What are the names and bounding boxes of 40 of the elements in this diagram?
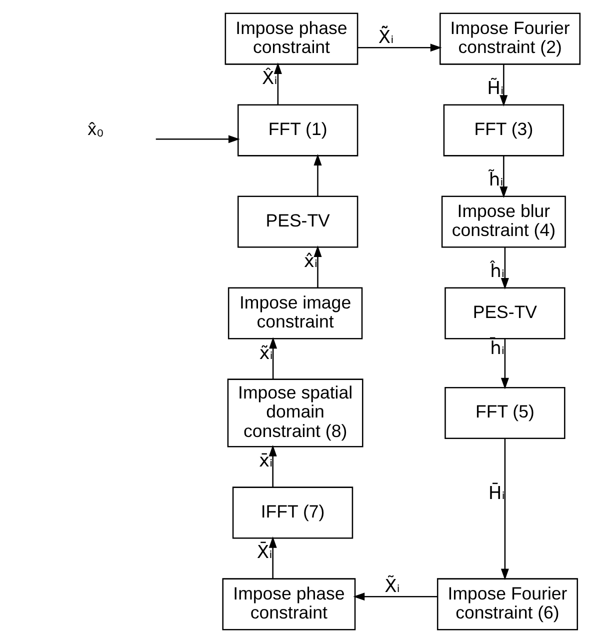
node-box: Impose blur constraint (4) xyxy=(441,196,566,248)
edge-label: X̃̃ᵢ xyxy=(378,26,394,48)
arrow xyxy=(500,247,509,290)
arrow xyxy=(156,135,240,144)
node-text: x̂₀ xyxy=(88,118,104,139)
node-box: PES-TV xyxy=(444,287,566,340)
edge-label: H̃ᵢ xyxy=(487,78,504,100)
node-box: FFT (5) xyxy=(444,386,566,440)
edge-label: X̄ᵢ xyxy=(256,542,272,564)
arrow xyxy=(314,154,322,196)
arrow xyxy=(268,444,277,488)
node-box: Impose spatial domain constraint (8) xyxy=(227,378,364,448)
edge-label: x̄ᵢ xyxy=(259,450,273,472)
edge-label: X̂ᵢ xyxy=(262,68,278,90)
edge-label: h̃ᵢ xyxy=(488,170,504,191)
node-box: Impose phase constraint xyxy=(222,578,356,630)
arrow xyxy=(358,44,442,52)
edge-label: x̂ᵢ xyxy=(304,251,318,272)
arrow xyxy=(353,592,438,601)
arrow xyxy=(500,438,509,580)
arrow xyxy=(500,64,508,107)
node-box: Impose phase constraint xyxy=(224,12,358,65)
arrow xyxy=(500,338,509,390)
node-box: Impose Fourier constraint (6) xyxy=(436,578,578,630)
edge-label: X̃ᵢ xyxy=(384,576,400,597)
node-box: Impose image constraint xyxy=(228,287,363,340)
edge-label: x̃ᵢ xyxy=(259,342,273,364)
arrow xyxy=(500,156,508,198)
arrow xyxy=(268,536,277,579)
node-box: FFT (1) xyxy=(237,104,358,156)
edge-label: h̄ᵢ xyxy=(490,338,505,359)
arrow xyxy=(314,246,322,288)
node-box: FFT (3) xyxy=(443,104,564,156)
node-box: Impose Fourier constraint (2) xyxy=(440,12,581,65)
node-box: PES-TV xyxy=(237,196,358,248)
arrow xyxy=(269,337,278,380)
edge-label: H̄ᵢ xyxy=(488,483,505,504)
node-box: IFFT (7) xyxy=(232,486,354,539)
edge-label: ĥᵢ xyxy=(490,261,505,282)
arrow xyxy=(274,62,282,105)
